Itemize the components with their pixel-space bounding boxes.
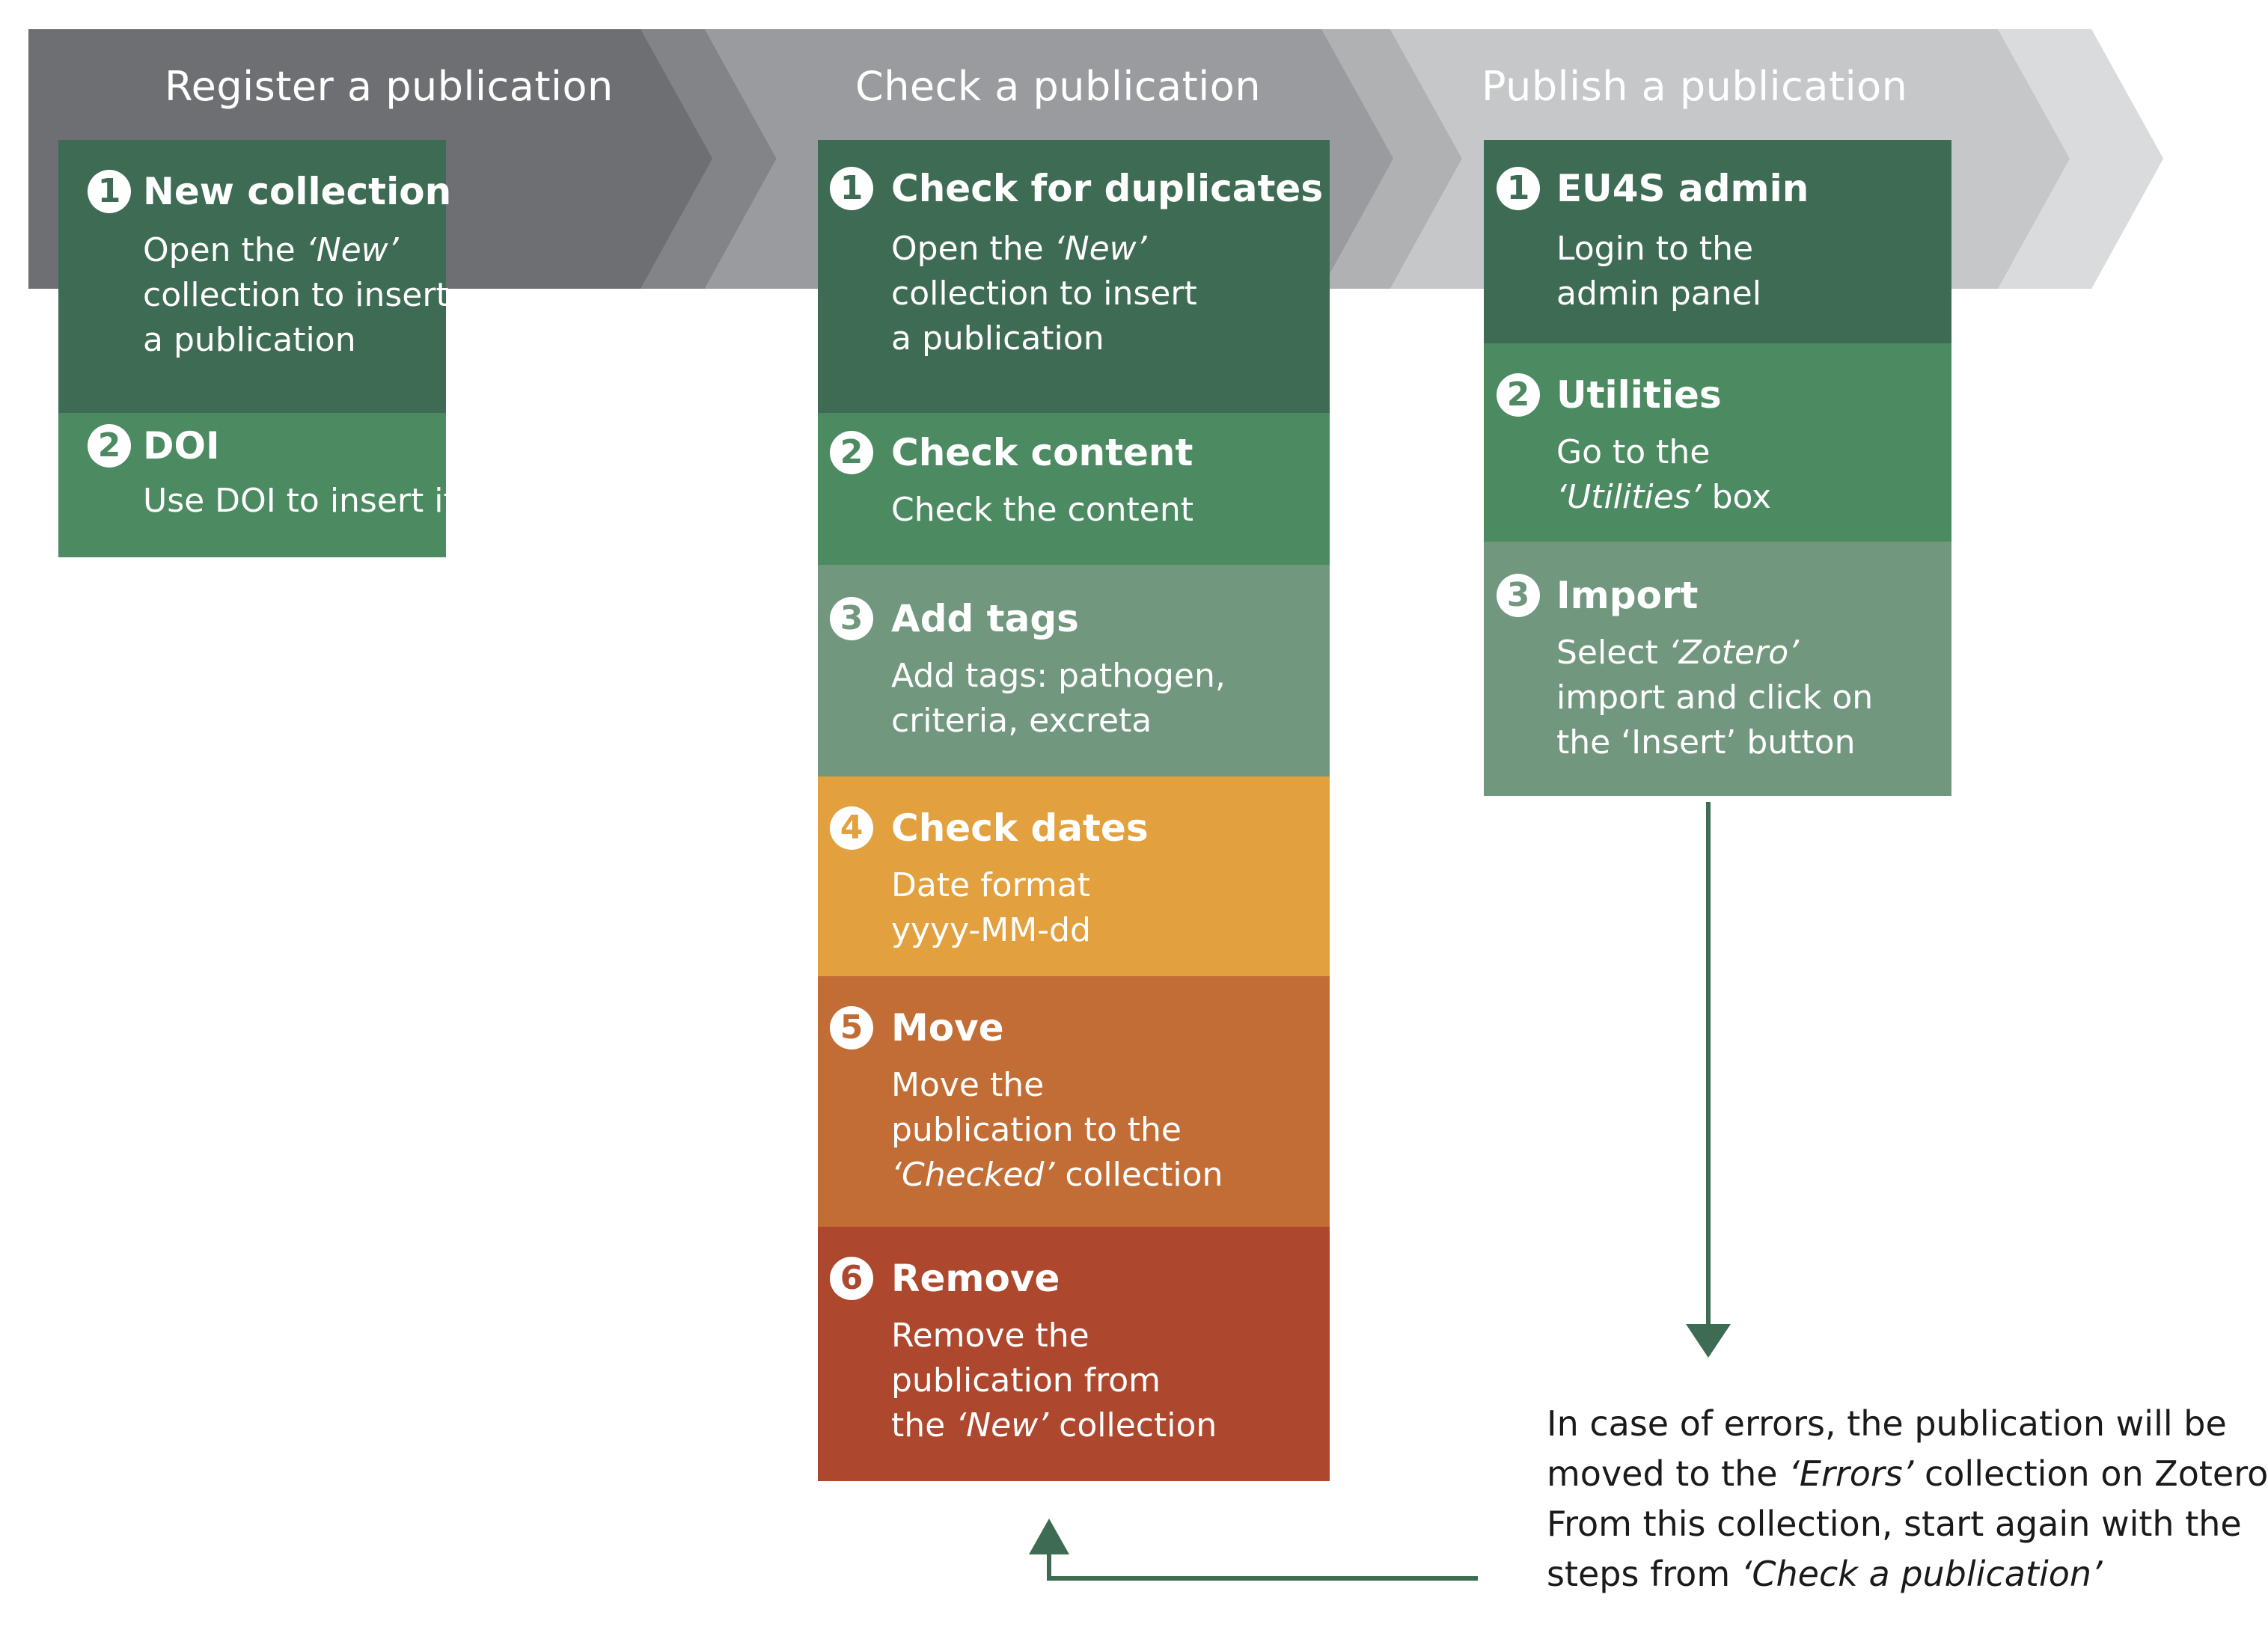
step-title: Import — [1556, 574, 1699, 617]
step-description: Remove the publication from the ‘New’ co… — [891, 1317, 1217, 1444]
step-title: EU4S admin — [1556, 167, 1809, 210]
publish-step-3: 3 Import Select ‘Zotero’ import and clic… — [1484, 542, 1951, 796]
check-step-4: 4 Check dates Date format yyyy-MM-dd — [818, 776, 1330, 976]
step-number-4: 4 — [830, 806, 873, 850]
publish-step-2: 2 Utilities Go to the ‘Utilities’ box — [1484, 343, 1951, 542]
check-step-1: 1 Check for duplicates Open the ‘New’ co… — [818, 140, 1330, 413]
return-arrow-line — [1047, 1545, 1478, 1581]
check-step-6: 6 Remove Remove the publication from the… — [818, 1227, 1330, 1481]
error-note: In case of errors, the publication will … — [1547, 1403, 2268, 1594]
error-down-arrowhead — [1686, 1324, 1731, 1358]
phase-title-check: Check a publication — [855, 63, 1262, 110]
return-arrowhead — [1029, 1519, 1069, 1554]
step-number-2: 2 — [88, 424, 131, 468]
register-step-1: 1 New collection Open the ‘New’ collecti… — [58, 140, 451, 413]
step-number-5: 5 — [830, 1006, 873, 1050]
step-title: Check dates — [891, 806, 1149, 850]
check-step-5: 5 Move Move the publication to the ‘Chec… — [818, 976, 1330, 1227]
step-title: Check for duplicates — [891, 167, 1324, 210]
check-step-2: 2 Check content Check the content — [818, 413, 1330, 565]
step-description: Go to the ‘Utilities’ box — [1556, 433, 1772, 516]
step-description: Select ‘Zotero’ import and click on the … — [1556, 634, 1874, 762]
step-description: Add tags: pathogen, criteria, excreta — [891, 657, 1226, 740]
step-description: Date format yyyy-MM-dd — [891, 866, 1091, 949]
step-title: Utilities — [1556, 373, 1722, 417]
step-title: Move — [891, 1006, 1004, 1050]
step-number-2: 2 — [830, 431, 873, 474]
step-number-1: 1 — [88, 170, 131, 213]
check-step-3: 3 Add tags Add tags: pathogen, criteria,… — [818, 565, 1330, 776]
step-description: Open the ‘New’ collection to insert a pu… — [891, 230, 1197, 358]
phase-title-register: Register a publication — [165, 63, 614, 110]
register-step-2: 2 DOI Use DOI to insert it — [58, 413, 456, 557]
step-title: New collection — [143, 170, 452, 213]
step-number-2: 2 — [1497, 373, 1540, 417]
step-description: Open the ‘New’ collection to insert a pu… — [143, 231, 449, 359]
step-title: Remove — [891, 1257, 1060, 1300]
step-description: Check the content — [891, 491, 1193, 529]
step-description: Use DOI to insert it — [143, 482, 456, 520]
step-title: Check content — [891, 431, 1193, 474]
step-title: DOI — [143, 424, 220, 468]
step-number-3: 3 — [830, 597, 873, 640]
step-number-6: 6 — [830, 1257, 873, 1300]
phase-title-publish: Publish a publication — [1482, 63, 1908, 110]
step-number-1: 1 — [1497, 167, 1540, 210]
step-number-3: 3 — [1497, 574, 1540, 617]
step-number-1: 1 — [830, 167, 873, 210]
step-description: Login to the admin panel — [1556, 230, 1761, 313]
step-description: Move the publication to the ‘Checked’ co… — [891, 1066, 1223, 1194]
step-title: Add tags — [891, 597, 1079, 640]
publish-step-1: 1 EU4S admin Login to the admin panel — [1484, 140, 1951, 343]
